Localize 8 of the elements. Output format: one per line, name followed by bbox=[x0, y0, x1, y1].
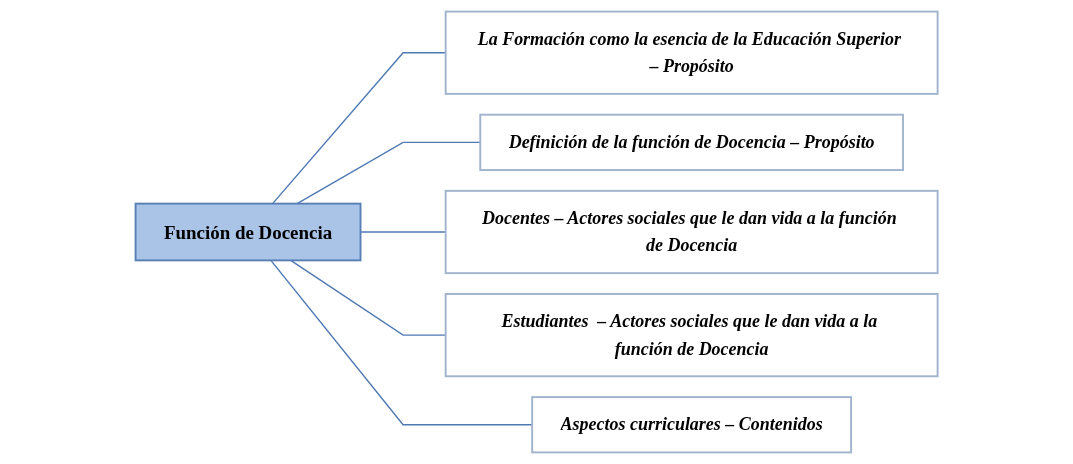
node-box: La Formación como la esencia de la Educación Superior – Propósito bbox=[444, 10, 939, 95]
node-box: Aspectos curriculares – Contenidos bbox=[531, 396, 852, 454]
connector bbox=[296, 141, 481, 205]
node-box: Estudiantes – Actores sociales que le dan vida a la función de Docencia bbox=[444, 293, 939, 378]
node-box: Definición de la función de Docencia – Propósito bbox=[479, 113, 904, 171]
node-box: Docentes – Actores sociales que le dan vida a la función de Docencia bbox=[444, 189, 939, 275]
connector bbox=[270, 259, 533, 426]
node-box: Función de Docencia bbox=[134, 202, 362, 262]
